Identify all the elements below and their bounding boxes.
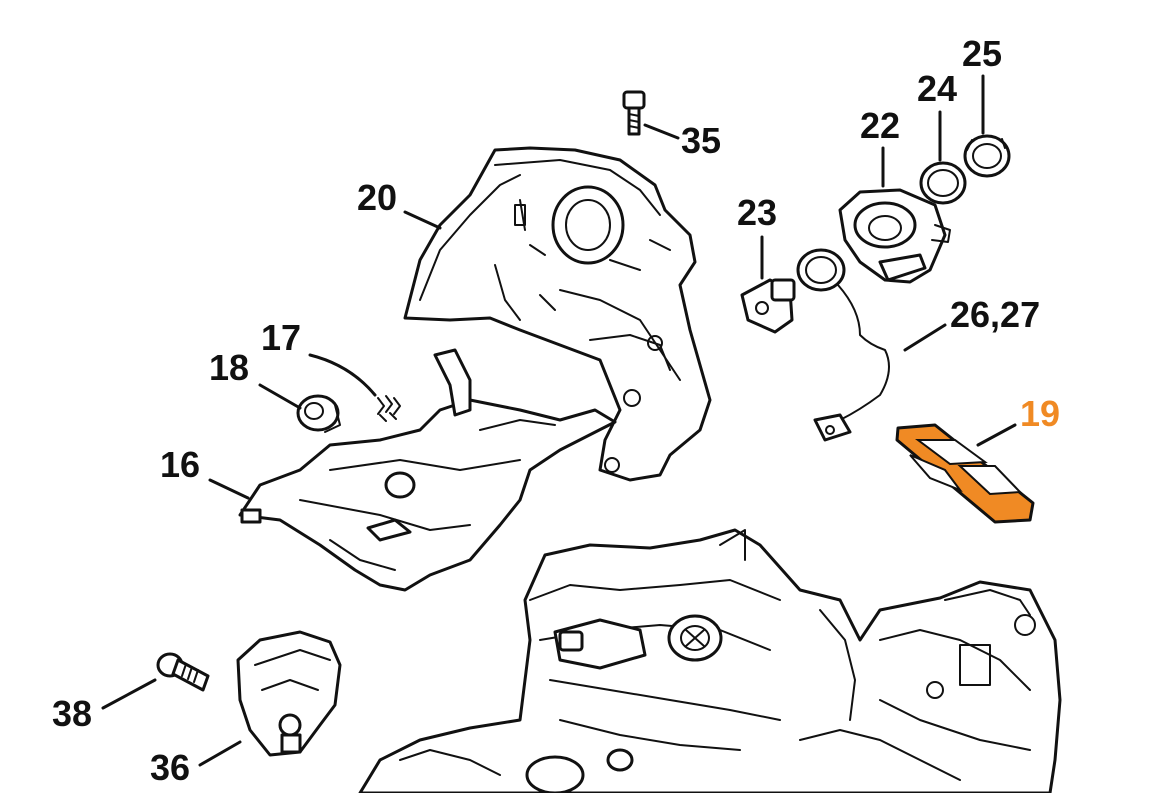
label-22: 22: [860, 105, 900, 146]
engine-crankcase: [358, 528, 1062, 793]
part-20-shroud: [403, 146, 712, 482]
part-38-screw: [156, 652, 210, 692]
leader-19: [976, 423, 1017, 447]
label-35: 35: [681, 120, 721, 161]
label-20: 20: [357, 177, 397, 218]
leader-26-27: [903, 323, 947, 352]
label-38: 38: [52, 693, 92, 734]
part-25-nut: [963, 134, 1011, 178]
part-16-baffle: [238, 348, 617, 592]
leader-38: [101, 678, 157, 710]
part-17-clips: [377, 395, 401, 422]
part-18-grommet: [296, 394, 341, 433]
part-19-gasket: [895, 423, 1035, 524]
callout-labels: 20 35 23 22 24 25 26,27 19 17 18 16 38 3…: [52, 33, 1060, 788]
part-35-screw: [622, 90, 646, 136]
leader-35: [643, 123, 680, 140]
label-24: 24: [917, 68, 957, 109]
label-19: 19: [1020, 393, 1060, 434]
label-26-27: 26,27: [950, 294, 1040, 335]
part-26-27-sensor: [796, 248, 890, 442]
leader-16: [208, 478, 250, 500]
label-16: 16: [160, 444, 200, 485]
part-36-mount: [236, 630, 342, 757]
part-24-o-ring: [919, 161, 967, 205]
leader-18: [258, 383, 302, 410]
label-23: 23: [737, 192, 777, 233]
leader-20: [403, 210, 442, 230]
leader-36: [198, 740, 242, 767]
leader-17: [308, 353, 377, 397]
leader-lines: [101, 74, 1017, 767]
part-22-housing: [838, 188, 951, 284]
label-18: 18: [209, 347, 249, 388]
label-17: 17: [261, 317, 301, 358]
label-25: 25: [962, 33, 1002, 74]
label-36: 36: [150, 747, 190, 788]
part-23-fitting: [740, 278, 796, 334]
